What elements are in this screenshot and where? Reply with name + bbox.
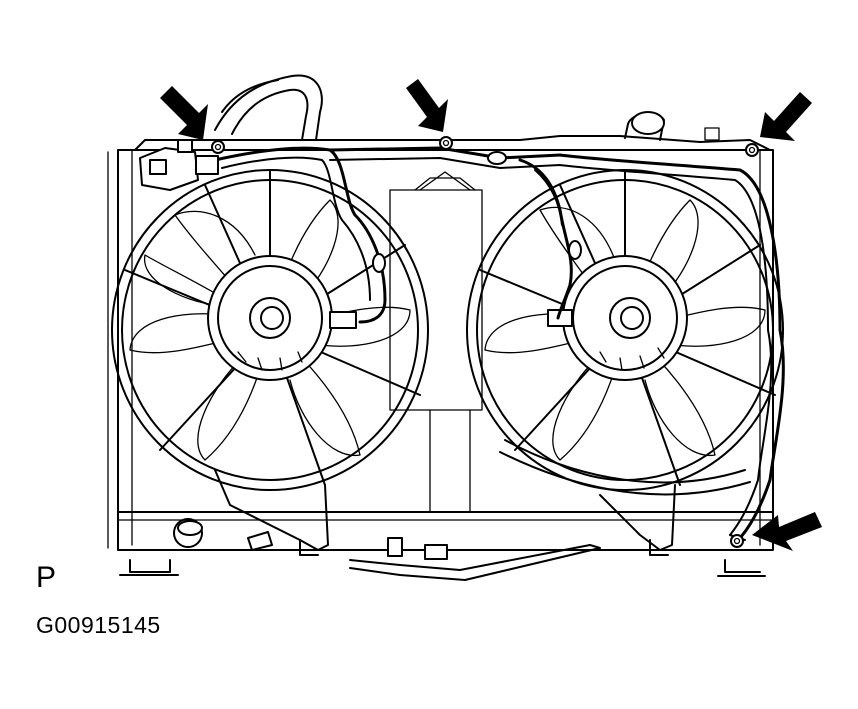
radiator-top-tank	[134, 111, 771, 151]
arrow-top-right-bolt	[760, 92, 812, 141]
left-fan	[111, 169, 429, 556]
left-connector	[139, 139, 219, 191]
arrow-bottom-right-bolt	[752, 512, 822, 551]
arrow-top-left-bolt	[160, 86, 208, 140]
right-fan	[466, 169, 784, 556]
view-label: P	[36, 561, 57, 594]
bolt-top-left	[211, 140, 225, 154]
bolt-top-right	[745, 143, 759, 157]
bolt-bottom-right	[730, 534, 744, 548]
bolt-top-center	[439, 136, 453, 150]
figure-id: G00915145	[36, 612, 161, 638]
radiator-bottom-tank	[119, 518, 766, 581]
upper-hose	[214, 74, 323, 141]
arrow-top-center-bolt	[406, 79, 448, 132]
